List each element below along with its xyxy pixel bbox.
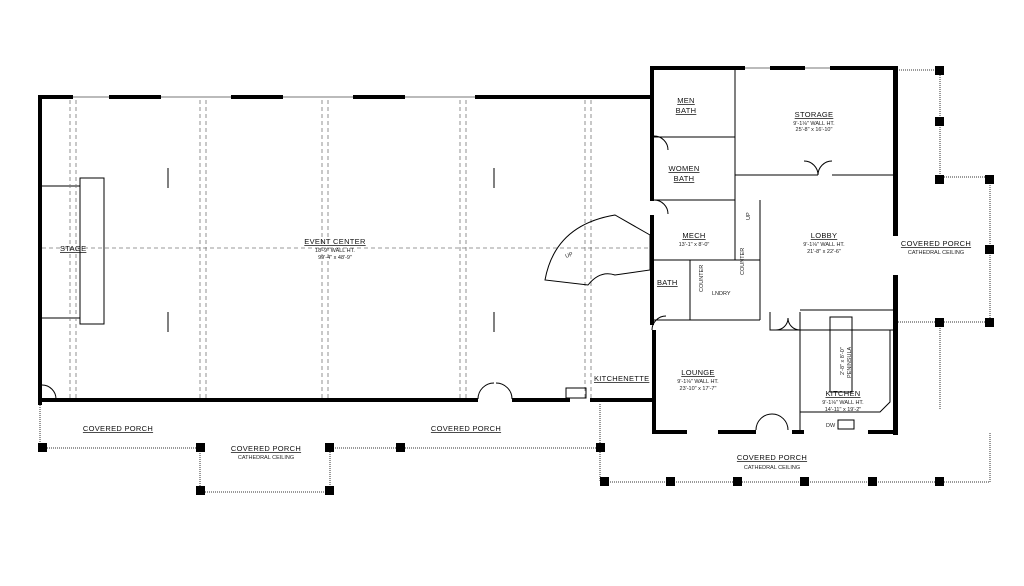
laundry-label: LNDRY: [712, 291, 731, 297]
porch-center-label: COVERED PORCH: [231, 444, 301, 453]
lobby-wall-ht: 9'-1⅛" WALL HT.: [803, 242, 845, 248]
porch-bottom-right-label: COVERED PORCH: [737, 453, 807, 462]
stair-up-label-2: UP: [565, 252, 575, 260]
lobby-size: 21'-8" x 22'-6": [807, 249, 841, 255]
kitchen-label: KITCHEN: [825, 389, 860, 398]
porch-center-note: CATHEDRAL CEILING: [238, 455, 294, 461]
men-bath-label-1: MEN: [677, 96, 695, 105]
kitchen-wall-ht: 9'-1⅛" WALL HT.: [822, 400, 864, 406]
kitchenette-sink: [565, 387, 587, 399]
storage-size: 25'-8" x 16'-10": [796, 127, 833, 133]
counter-label-1: COUNTER: [699, 265, 705, 292]
porch-mid-label: COVERED PORCH: [431, 424, 501, 433]
women-bath-label-1: WOMEN: [668, 164, 699, 173]
porch-right-label: COVERED PORCH: [901, 239, 971, 248]
event-center-wall-ht: 18'-9" WALL HT.: [315, 248, 355, 254]
peninsula-size: 2'-8" x 8'-0": [840, 347, 846, 375]
bath-label: BATH: [657, 278, 678, 287]
event-center-walls: [38, 95, 656, 405]
mech-label: MECH: [682, 231, 705, 240]
lobby-label: LOBBY: [811, 231, 838, 240]
stage-label: STAGE: [60, 244, 86, 253]
lounge-label: LOUNGE: [681, 368, 714, 377]
kitchen-sink: [837, 419, 855, 430]
porch-bottom-right-note: CATHEDRAL CEILING: [744, 465, 800, 471]
event-center-size: 99'-4" x 48'-9": [318, 255, 352, 261]
right-building-walls: [650, 66, 898, 435]
dw-label: DW: [826, 423, 836, 429]
kitchenette-label: KITCHENETTE: [594, 374, 649, 383]
event-center-label: EVENT CENTER: [304, 237, 366, 246]
storage-wall-ht: 9'-1⅛" WALL HT.: [793, 121, 835, 127]
men-bath-label-2: BATH: [676, 106, 697, 115]
lounge-size: 23'-10" x 17'-7": [680, 386, 717, 392]
counter-label-2: COUNTER: [740, 248, 746, 275]
mech-size: 13'-1" x 8'-0": [679, 242, 710, 248]
stair-up-label-1: UP: [746, 212, 752, 220]
porch-left-label: COVERED PORCH: [83, 424, 153, 433]
porch-right-note: CATHEDRAL CEILING: [908, 250, 964, 256]
storage-label: STORAGE: [795, 110, 834, 119]
peninsula-label: PENINSULA: [847, 346, 853, 378]
porch-columns: [38, 66, 994, 495]
lounge-wall-ht: 9'-1⅛" WALL HT.: [677, 379, 719, 385]
women-bath-label-2: BATH: [674, 174, 695, 183]
porch-outlines: [39, 69, 991, 493]
kitchen-size: 14'-11" x 19'-2": [825, 407, 862, 413]
